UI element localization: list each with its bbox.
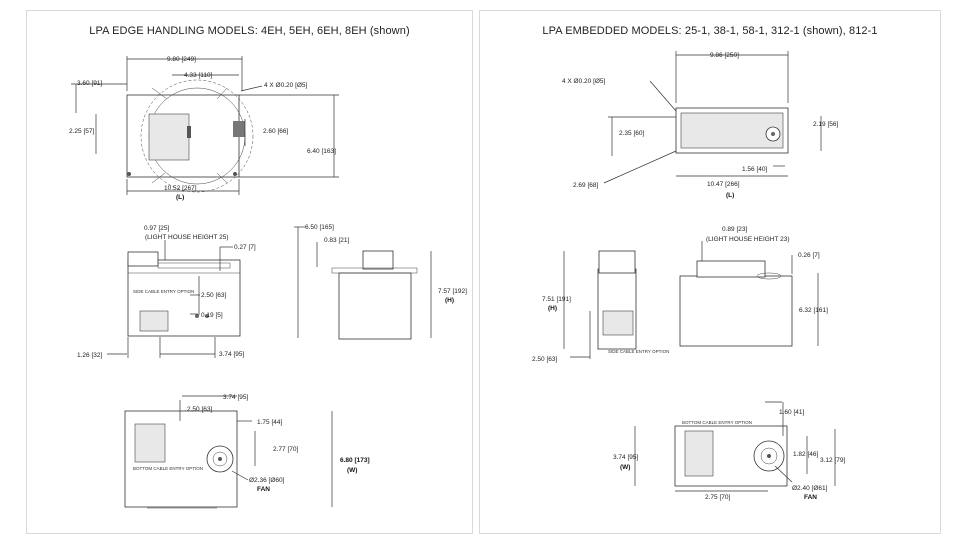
dim-etop-width: 9.86 [250]: [710, 52, 739, 59]
dim-efront-026: 0.26 [7]: [798, 252, 820, 259]
dim-ebot-275: 2.75 [70]: [705, 494, 730, 501]
dim-eside-250: 2.50 [63]: [532, 356, 557, 363]
dim-top-rightmid: 2.60 [66]: [263, 128, 288, 135]
dim-top-width: 9.80 [249]: [167, 56, 196, 63]
dim-front-019: 0.19 [5]: [201, 312, 223, 319]
edge-bottom-view: 3.74 [95] 2.50 [63] 1.75 [44] 2.77 [70] …: [124, 394, 370, 509]
dim-side-757-label: (H): [445, 297, 454, 304]
emb-bottom-view: BOTTOM CABLE ENTRY OPTION 1.60 [41] 3.74…: [613, 401, 845, 501]
ebot-fan-label: FAN: [804, 494, 817, 501]
dim-front-light-note: (LIGHT HOUSE HEIGHT 25): [145, 234, 229, 241]
dim-front-374: 3.74 [95]: [219, 351, 244, 358]
dim-bot-fan: Ø2.36 [Ø60]: [249, 477, 285, 484]
dim-ebot-374: 3.74 [95]: [613, 454, 638, 461]
dim-side-083: 0.83 [21]: [324, 237, 349, 244]
dim-ebot-182: 1.82 [46]: [793, 451, 818, 458]
dim-efront-light: 0.89 [23]: [722, 226, 747, 233]
front-side-cable-note: SIDE CABLE ENTRY OPTION: [133, 289, 194, 294]
emb-front-view: 0.89 [23] (LIGHT HOUSE HEIGHT 23) 0.26 […: [679, 226, 828, 347]
dim-bot-680-label: (W): [347, 467, 357, 474]
dim-top-height: 6.40 [163]: [307, 148, 336, 155]
dim-bot-277: 2.77 [70]: [273, 446, 298, 453]
dim-top-length: 10.52 [267]: [164, 185, 197, 192]
emb-side-view: 7.51 [191] (H) 2.50 [63] SIDE CABLE ENTR…: [532, 250, 669, 363]
dim-bot-250: 2.50 [63]: [187, 406, 212, 413]
dim-etop-length-label: (L): [726, 192, 734, 199]
edge-top-view: 9.80 [249] 4.33 [110] 3.60 [91] 4 X Ø0.2…: [69, 56, 339, 201]
dim-front-027: 0.27 [7]: [234, 244, 256, 251]
edge-front-view: 0.97 [25] (LIGHT HOUSE HEIGHT 25) 0.27 […: [77, 225, 256, 359]
edge-handling-title: LPA EDGE HANDLING MODELS: 4EH, 5EH, 6EH,…: [89, 25, 410, 37]
dim-front-light: 0.97 [25]: [144, 225, 169, 232]
dim-etop-length: 10.47 [266]: [707, 181, 740, 188]
dim-top-length-label: (L): [176, 194, 184, 201]
dim-bot-680: 6.80 [173]: [340, 457, 370, 464]
bot-fan-label: FAN: [257, 486, 270, 493]
dim-front-126: 1.26 [32]: [77, 352, 102, 359]
dim-ebot-fan: Ø2.40 [Ø61]: [792, 485, 828, 492]
dim-top-holes: 4 X Ø0.20 [Ø5]: [264, 82, 308, 89]
dim-top-center: 4.33 [110]: [184, 72, 213, 79]
edge-handling-drawing: 9.80 [249] 4.33 [110] 3.60 [91] 4 X Ø0.2…: [69, 56, 467, 509]
dim-etop-235: 2.35 [60]: [619, 130, 644, 137]
dim-front-250: 2.50 [63]: [201, 292, 226, 299]
embedded-panel: LPA EMBEDDED MODELS: 25-1, 38-1, 58-1, 3…: [479, 10, 941, 534]
dim-side-650: 6.50 [165]: [305, 224, 334, 231]
dim-ebot-374-label: (W): [620, 464, 630, 471]
dim-ebot-312: 3.12 [79]: [820, 457, 845, 464]
ebot-cable-note: BOTTOM CABLE ENTRY OPTION: [682, 420, 752, 425]
embedded-drawing: 9.86 [250] 4 X Ø0.20 [Ø5] 2.35 [60] 2.19…: [532, 51, 845, 501]
embedded-title: LPA EMBEDDED MODELS: 25-1, 38-1, 58-1, 3…: [542, 25, 878, 37]
dim-ebot-160: 1.60 [41]: [779, 409, 804, 416]
dim-etop-holes: 4 X Ø0.20 [Ø5]: [562, 78, 606, 85]
dim-etop-156: 1.56 [40]: [742, 166, 767, 173]
dim-eside-751: 7.51 [191]: [542, 296, 571, 303]
dim-efront-light-note: (LIGHT HOUSE HEIGHT 23): [706, 236, 790, 243]
dim-top-left: 3.60 [91]: [77, 80, 102, 87]
dim-etop-269: 2.69 [68]: [573, 182, 598, 189]
dim-side-757: 7.57 [192]: [438, 288, 467, 295]
edge-side-view: 6.50 [165] 0.83 [21] 7.57 [192] (H): [294, 224, 467, 340]
dim-eside-751-label: (H): [548, 305, 557, 312]
edge-handling-panel: LPA EDGE HANDLING MODELS: 4EH, 5EH, 6EH,…: [26, 10, 473, 534]
eside-cable-note: SIDE CABLE ENTRY OPTION: [608, 349, 669, 354]
dim-top-leftmid: 2.25 [57]: [69, 128, 94, 135]
dim-etop-219: 2.19 [56]: [813, 121, 838, 128]
dim-bot-175: 1.75 [44]: [257, 419, 282, 426]
bot-cable-note: BOTTOM CABLE ENTRY OPTION: [133, 466, 203, 471]
emb-top-view: 9.86 [250] 4 X Ø0.20 [Ø5] 2.35 [60] 2.19…: [562, 51, 838, 199]
dim-bot-374: 3.74 [95]: [223, 394, 248, 401]
dim-efront-632: 6.32 [161]: [799, 307, 828, 314]
